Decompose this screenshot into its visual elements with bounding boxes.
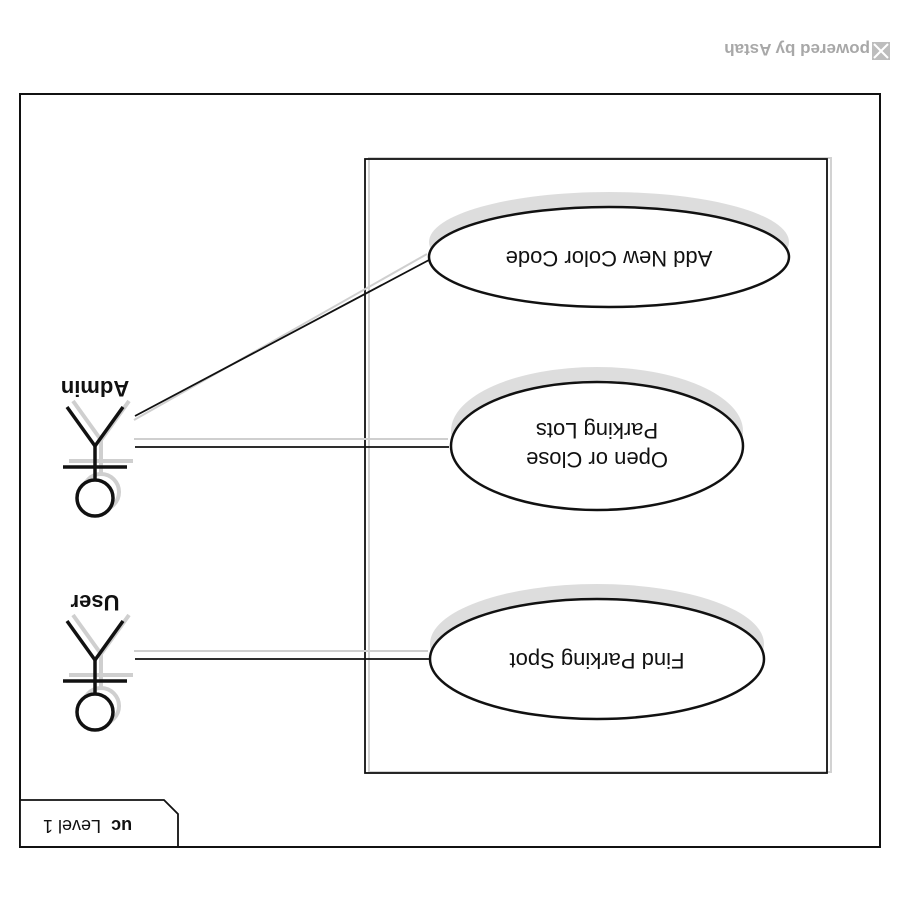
actor-admin[interactable]: Admin xyxy=(61,376,133,518)
actor-name: Admin xyxy=(61,376,129,401)
use-case-label: Find Parking Spot xyxy=(510,648,685,673)
association-shadows xyxy=(133,253,448,652)
frame-label-tab: uc Level 1 xyxy=(19,799,179,846)
actor-user[interactable]: User xyxy=(63,590,133,732)
frame-name: Level 1 xyxy=(43,816,101,836)
system-boundary xyxy=(364,158,828,774)
system-boundary-shadow xyxy=(368,157,832,773)
frame-keyword: uc xyxy=(111,816,132,836)
stick-figure-icon xyxy=(63,399,133,518)
uml-frame xyxy=(19,93,881,848)
svg-text:uc Level 1: uc Level 1 xyxy=(43,816,132,836)
use-case-add-new-color-code[interactable]: Add New Color Code xyxy=(427,192,791,309)
use-case-label-line-1: Parking Lots xyxy=(536,418,658,443)
use-case-find-parking-spot[interactable]: Find Parking Spot xyxy=(428,584,766,721)
use-case-label: Add New Color Code xyxy=(506,246,713,271)
actor-name: User xyxy=(70,590,119,615)
use-case-parking-lots-open-or-close[interactable]: Parking Lots Open or Close xyxy=(449,367,745,512)
watermark-text: powered by Astah xyxy=(724,40,870,59)
stick-figure-icon xyxy=(63,613,133,732)
use-case-label-line-2: Open or Close xyxy=(526,447,668,472)
association-admin-add-new-color-code xyxy=(134,259,430,417)
astah-watermark: powered by Astah xyxy=(724,40,890,60)
astah-logo-icon xyxy=(872,42,890,60)
